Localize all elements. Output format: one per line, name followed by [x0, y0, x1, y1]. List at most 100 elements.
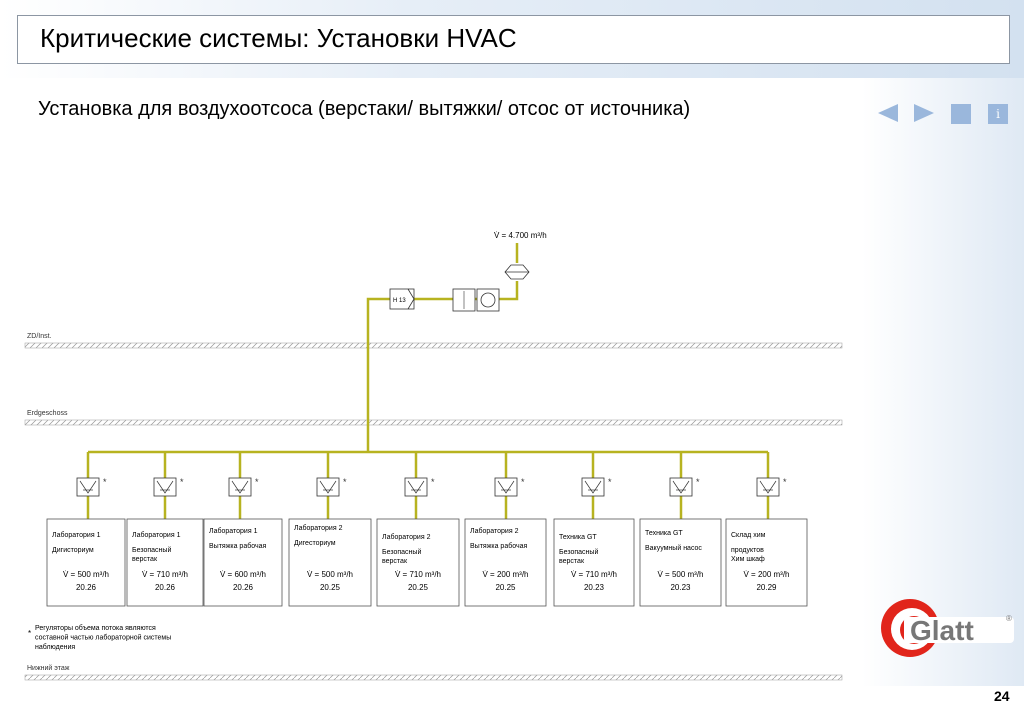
unit-room: 20.23	[670, 583, 691, 592]
asterisk-mark: *	[521, 477, 525, 487]
unit-flow: V̇ = 200 m³/h	[482, 570, 528, 579]
note-line: составной частью лабораторной системы	[35, 634, 171, 642]
exhaust-unit-6: * Лаборатория 2 Вытяжка рабочая V̇ = 200 m³…	[464, 452, 547, 607]
previous-slide-icon[interactable]	[878, 104, 898, 122]
unit-box	[126, 518, 204, 607]
exhaust-unit-8: * Техника GT Вакуумный насос V̇ = 500 m³/h 2…	[639, 452, 722, 607]
exhaust-unit-2: * Лаборатория 1 Безопасный верстак V̇ = 710 …	[126, 452, 204, 607]
page-number: 24	[994, 688, 1010, 704]
filter-label: H 13	[393, 298, 406, 304]
unit-box	[46, 518, 126, 607]
flow-regulator-icon	[153, 477, 177, 497]
note-line: Регуляторы объема потока являются	[35, 624, 156, 632]
unit-flow: V̇ = 710 m³/h	[571, 570, 617, 579]
flow-regulator-icon	[669, 477, 693, 497]
unit-label: Вытяжка рабочая	[209, 542, 267, 550]
unit-label: Лаборатория 1	[132, 531, 181, 539]
unit-room: 20.26	[155, 583, 176, 592]
asterisk-mark: *	[783, 477, 787, 487]
asterisk-mark: *	[255, 477, 259, 487]
asterisk-mark: *	[696, 477, 700, 487]
unit-label: Безопасный	[382, 548, 421, 556]
unit-flow: V̇ = 710 m³/h	[142, 570, 188, 579]
unit-label: Лаборатория 2	[382, 533, 431, 541]
unit-room: 20.29	[756, 583, 777, 592]
asterisk-mark: *	[103, 477, 107, 487]
unit-box	[464, 518, 547, 607]
regulator-valve-icon	[759, 480, 777, 494]
page-title: Критические системы: Установки HVAC	[40, 23, 517, 53]
next-slide-icon[interactable]	[914, 104, 934, 122]
unit-label: Лаборатория 1	[209, 527, 258, 535]
unit-label: Хим шкаф	[731, 556, 765, 563]
unit-label: продуктов	[731, 547, 764, 554]
glatt-logo: Glatt ®	[881, 599, 1014, 657]
logo-text: Glatt	[910, 615, 974, 646]
floor-label: ZD/Inst.	[27, 333, 52, 340]
regulator-valve-icon	[407, 480, 425, 494]
unit-label: Безопасный	[132, 546, 171, 554]
asterisk-mark: *	[431, 477, 435, 487]
exhaust-unit-7: * Техника GT Безопасный верстак V̇ = 710 m³/…	[553, 452, 635, 607]
note-line: наблюдения	[35, 643, 75, 651]
flow-regulator-icon	[756, 477, 780, 497]
exhaust-unit-3: * Лаборатория 1 Вытяжка рабочая V̇ = 600 m³…	[203, 452, 283, 607]
note-marker: *	[28, 629, 31, 638]
unit-box	[376, 518, 460, 607]
unit-flow: V̇ = 710 m³/h	[395, 570, 441, 579]
regulator-valve-icon	[319, 480, 337, 494]
unit-flow: V̇ = 500 m³/h	[657, 570, 703, 579]
unit-room: 20.25	[495, 583, 516, 592]
unit-label: Лаборатория 1	[52, 531, 101, 539]
side-band	[862, 78, 1024, 686]
home-slide-icon[interactable]	[951, 104, 971, 124]
unit-label: Дигисториум	[52, 547, 94, 554]
fan-icon	[480, 292, 496, 308]
duct-main-riser	[366, 297, 390, 452]
flow-regulator-icon	[228, 477, 252, 497]
unit-label: верстак	[132, 556, 158, 563]
flow-regulator-icon	[494, 477, 518, 497]
unit-label: Вытяжка рабочая	[470, 542, 528, 550]
flow-regulator-icon	[404, 477, 428, 497]
filter-chevron	[407, 288, 415, 310]
asterisk-mark: *	[343, 477, 347, 487]
total-flow-label: V̇ = 4.700 m³/h	[494, 231, 547, 240]
unit-label: Вакуумный насос	[645, 544, 702, 552]
floor-label: Erdgeschoss	[27, 410, 68, 417]
exhaust-unit-5: * Лаборатория 2 Безопасный верстак V̇ = 710 …	[376, 452, 460, 607]
flow-regulator-icon	[316, 477, 340, 497]
floor-label: Нижний этаж	[27, 664, 70, 672]
unit-room: 20.25	[408, 583, 429, 592]
unit-room: 20.25	[320, 583, 341, 592]
unit-room: 20.26	[233, 583, 254, 592]
unit-label: Лаборатория 2	[294, 524, 343, 532]
unit-label: Склад хим	[731, 532, 766, 539]
asterisk-mark: *	[608, 477, 612, 487]
unit-label: Лаборатория 2	[470, 527, 519, 535]
unit-label: Техника GT	[559, 534, 597, 541]
duct-top	[414, 281, 519, 301]
floor-slab	[24, 674, 843, 681]
title-box: Критические системы: Установки HVAC	[17, 15, 1010, 64]
regulator-valve-icon	[584, 480, 602, 494]
subtitle: Установка для воздухоотсоса (верстаки/ в…	[38, 98, 691, 120]
unit-label: верстак	[382, 558, 408, 565]
flow-regulator-icon	[76, 477, 100, 497]
regulator-valve-icon	[231, 480, 249, 494]
regulator-valve-icon	[156, 480, 174, 494]
asterisk-mark: *	[180, 477, 184, 487]
unit-label: Безопасный	[559, 548, 598, 556]
info-icon[interactable]: i	[988, 104, 1008, 124]
unit-label: Дигесториум	[294, 540, 336, 547]
floor-slab	[24, 419, 843, 426]
unit-label: верстак	[559, 558, 585, 565]
unit-box	[288, 518, 372, 607]
unit-flow: V̇ = 600 m³/h	[220, 570, 266, 579]
unit-label: Техника GT	[645, 530, 683, 537]
unit-box	[553, 518, 635, 607]
